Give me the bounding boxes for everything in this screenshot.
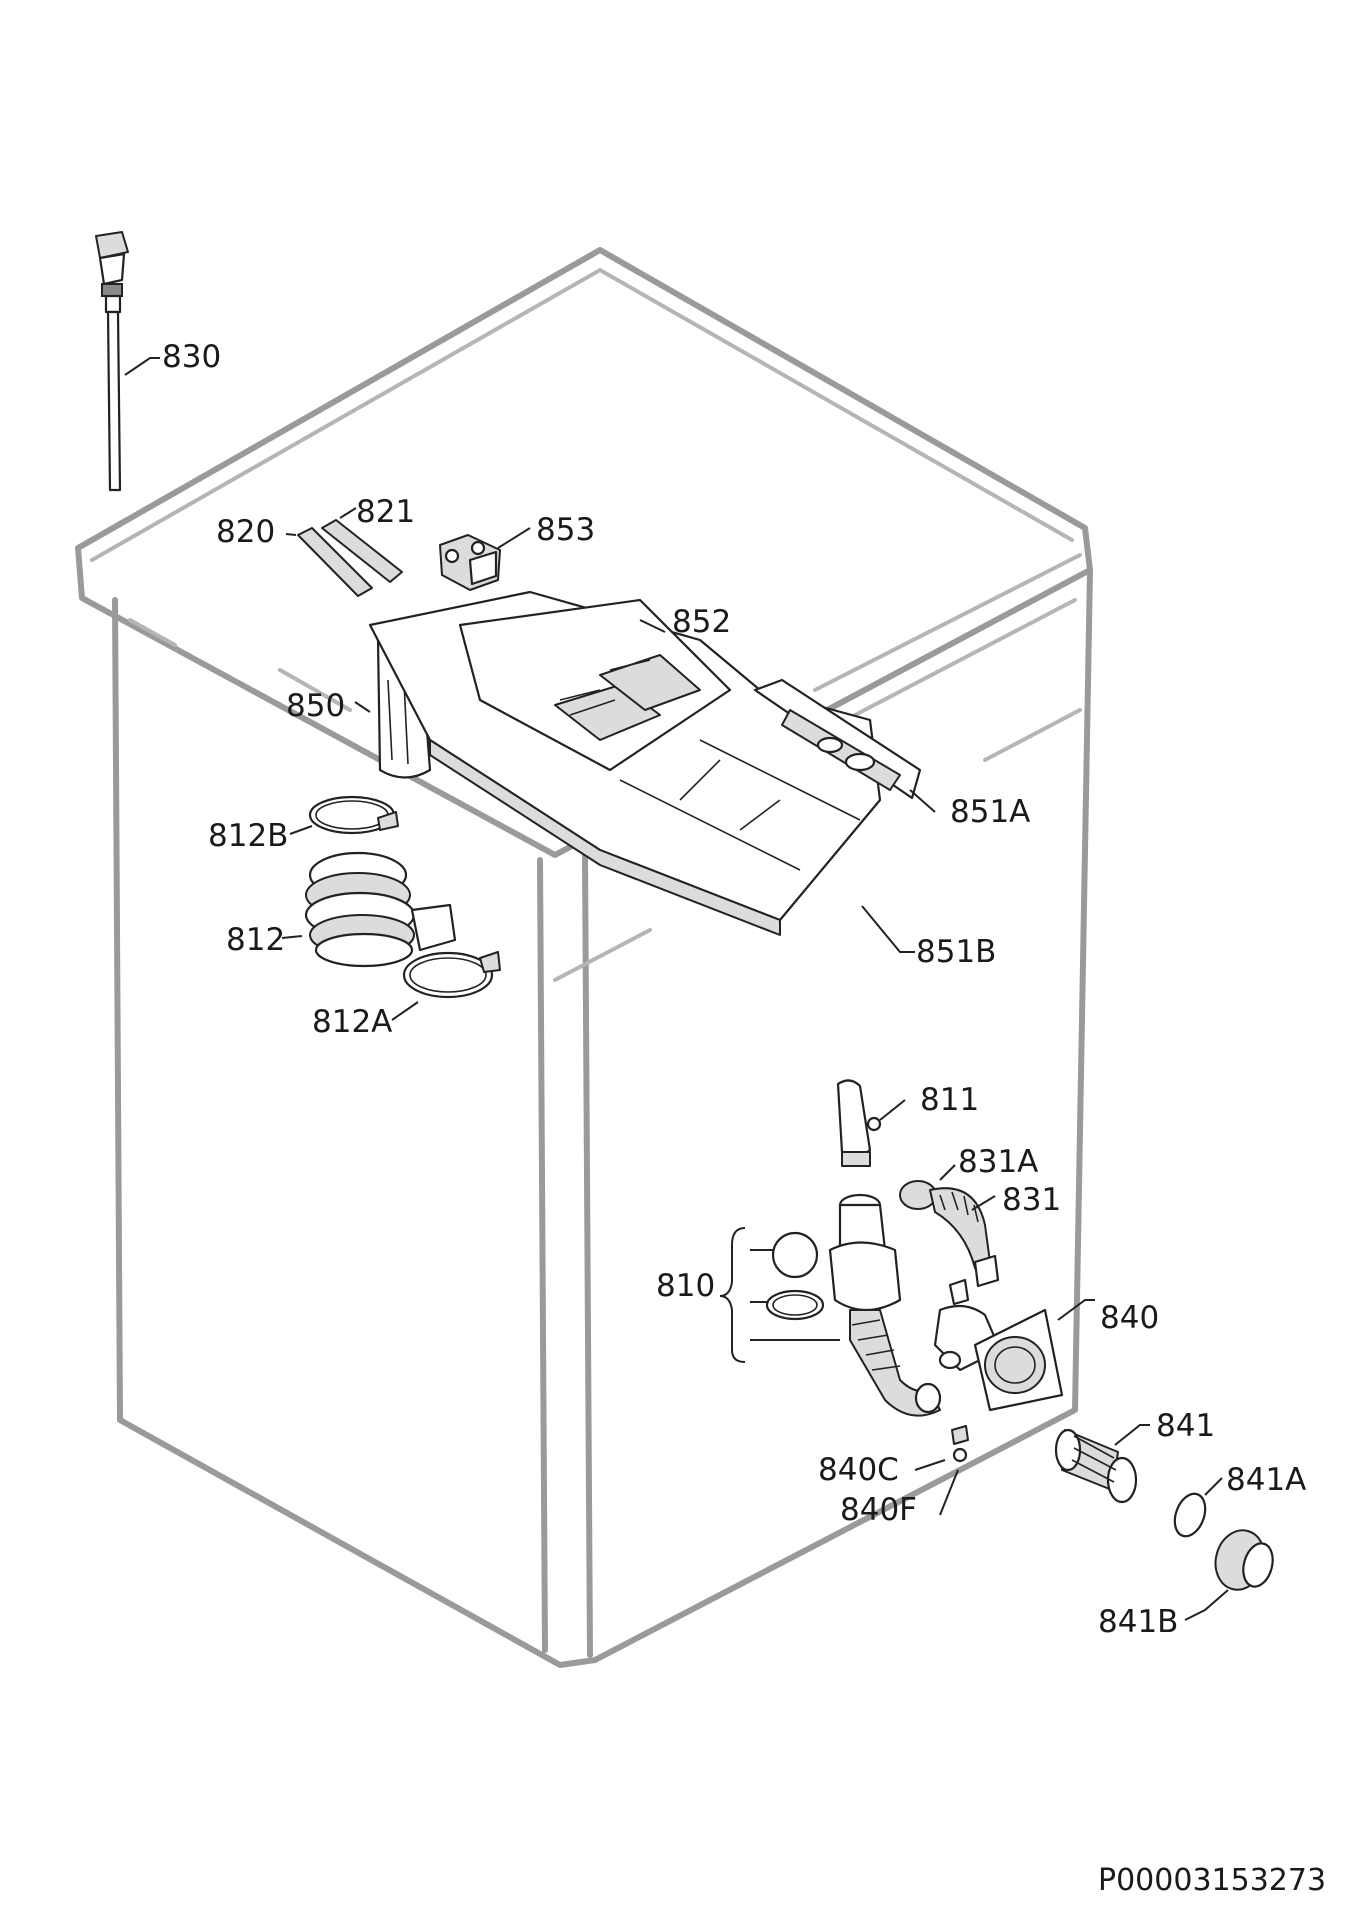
part-810-group xyxy=(719,1193,942,1417)
callout-labels: 830 820 821 853 852 850 851A 812B 812 85… xyxy=(162,339,1306,1640)
label-840C: 840C xyxy=(818,1452,899,1488)
part-841B-filter-cap xyxy=(1184,1529,1274,1621)
part-852-dispenser-housing xyxy=(354,590,882,936)
label-841A: 841A xyxy=(1226,1462,1306,1498)
part-841-filter xyxy=(1054,1424,1150,1504)
part-851A-dispenser-handle xyxy=(753,678,936,813)
part-830-inlet-hose xyxy=(95,231,160,492)
part-811-pipe xyxy=(836,1079,906,1167)
part-831-hose xyxy=(899,1164,1000,1288)
label-821: 821 xyxy=(356,494,415,530)
label-841B: 841B xyxy=(1098,1604,1178,1640)
label-850: 850 xyxy=(286,688,345,724)
label-840: 840 xyxy=(1100,1300,1159,1336)
label-831A: 831A xyxy=(958,1144,1038,1180)
document-id: P00003153273 xyxy=(1098,1863,1326,1898)
label-812B: 812B xyxy=(208,818,288,854)
part-840-pump xyxy=(933,1278,1095,1412)
part-812A-clamp xyxy=(391,951,501,1021)
label-852: 852 xyxy=(672,604,731,640)
part-853-valve xyxy=(439,527,531,591)
label-853: 853 xyxy=(536,512,595,548)
part-851B-tray xyxy=(861,905,915,953)
label-841: 841 xyxy=(1156,1408,1215,1444)
cabinet-outline xyxy=(75,247,1093,1668)
part-820-821-tubes xyxy=(285,507,403,597)
part-812B-clamp xyxy=(289,795,399,835)
label-812A: 812A xyxy=(312,1004,392,1040)
part-841A-o-ring xyxy=(1173,1477,1223,1538)
label-810: 810 xyxy=(656,1268,715,1304)
label-851B: 851B xyxy=(916,934,996,970)
label-840F: 840F xyxy=(840,1492,917,1528)
label-820: 820 xyxy=(216,514,275,550)
part-812-bellows xyxy=(281,851,457,968)
label-831: 831 xyxy=(1002,1182,1061,1218)
label-830: 830 xyxy=(162,339,221,375)
part-840C-840F-fittings xyxy=(914,1425,969,1516)
label-812: 812 xyxy=(226,922,285,958)
label-851A: 851A xyxy=(950,794,1030,830)
label-811: 811 xyxy=(920,1082,979,1118)
